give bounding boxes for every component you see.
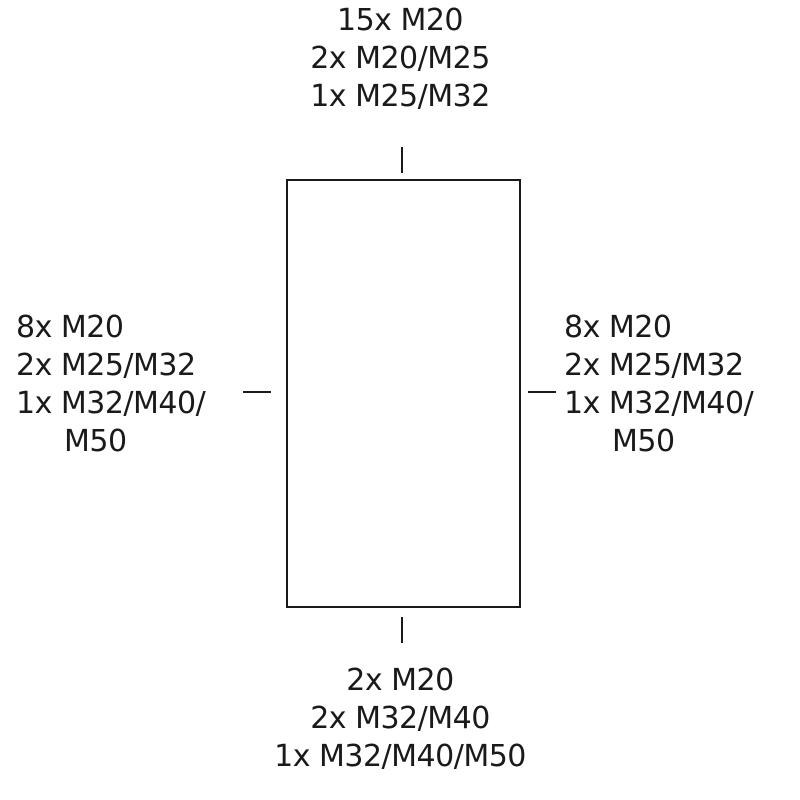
right-entry-line-1: 8x M20: [564, 310, 672, 345]
top-side-marker: [401, 147, 403, 173]
right-entry-line-4: M50: [612, 424, 675, 459]
left-entry-line-2: 2x M25/M32: [16, 348, 196, 383]
left-entry-line-3: 1x M32/M40/: [16, 386, 206, 421]
left-entry-line-1: 8x M20: [16, 310, 124, 345]
bottom-entry-line-2: 2x M32/M40: [310, 701, 490, 736]
enclosure-outline: [286, 179, 521, 608]
top-entry-line-1: 15x M20: [336, 3, 464, 38]
bottom-entry-line-1: 2x M20: [346, 663, 454, 698]
left-entry-label: 8x M20 2x M25/M32 1x M32/M40/ M50: [16, 309, 206, 461]
right-entry-label: 8x M20 2x M25/M32 1x M32/M40/ M50: [564, 309, 754, 461]
right-entry-line-2: 2x M25/M32: [564, 348, 744, 383]
bottom-entry-label: 2x M20 2x M32/M40 1x M32/M40/M50: [200, 662, 600, 776]
top-entry-line-2: 2x M20/M25: [310, 41, 490, 76]
left-side-marker: [243, 391, 271, 393]
left-entry-line-4: M50: [64, 424, 127, 459]
bottom-entry-line-3: 1x M32/M40/M50: [274, 739, 526, 774]
right-side-marker: [528, 391, 556, 393]
top-entry-line-3: 1x M25/M32: [310, 79, 490, 114]
bottom-side-marker: [401, 617, 403, 643]
right-entry-line-3: 1x M32/M40/: [564, 386, 754, 421]
top-entry-label: 15x M20 2x M20/M25 1x M25/M32: [250, 2, 550, 116]
